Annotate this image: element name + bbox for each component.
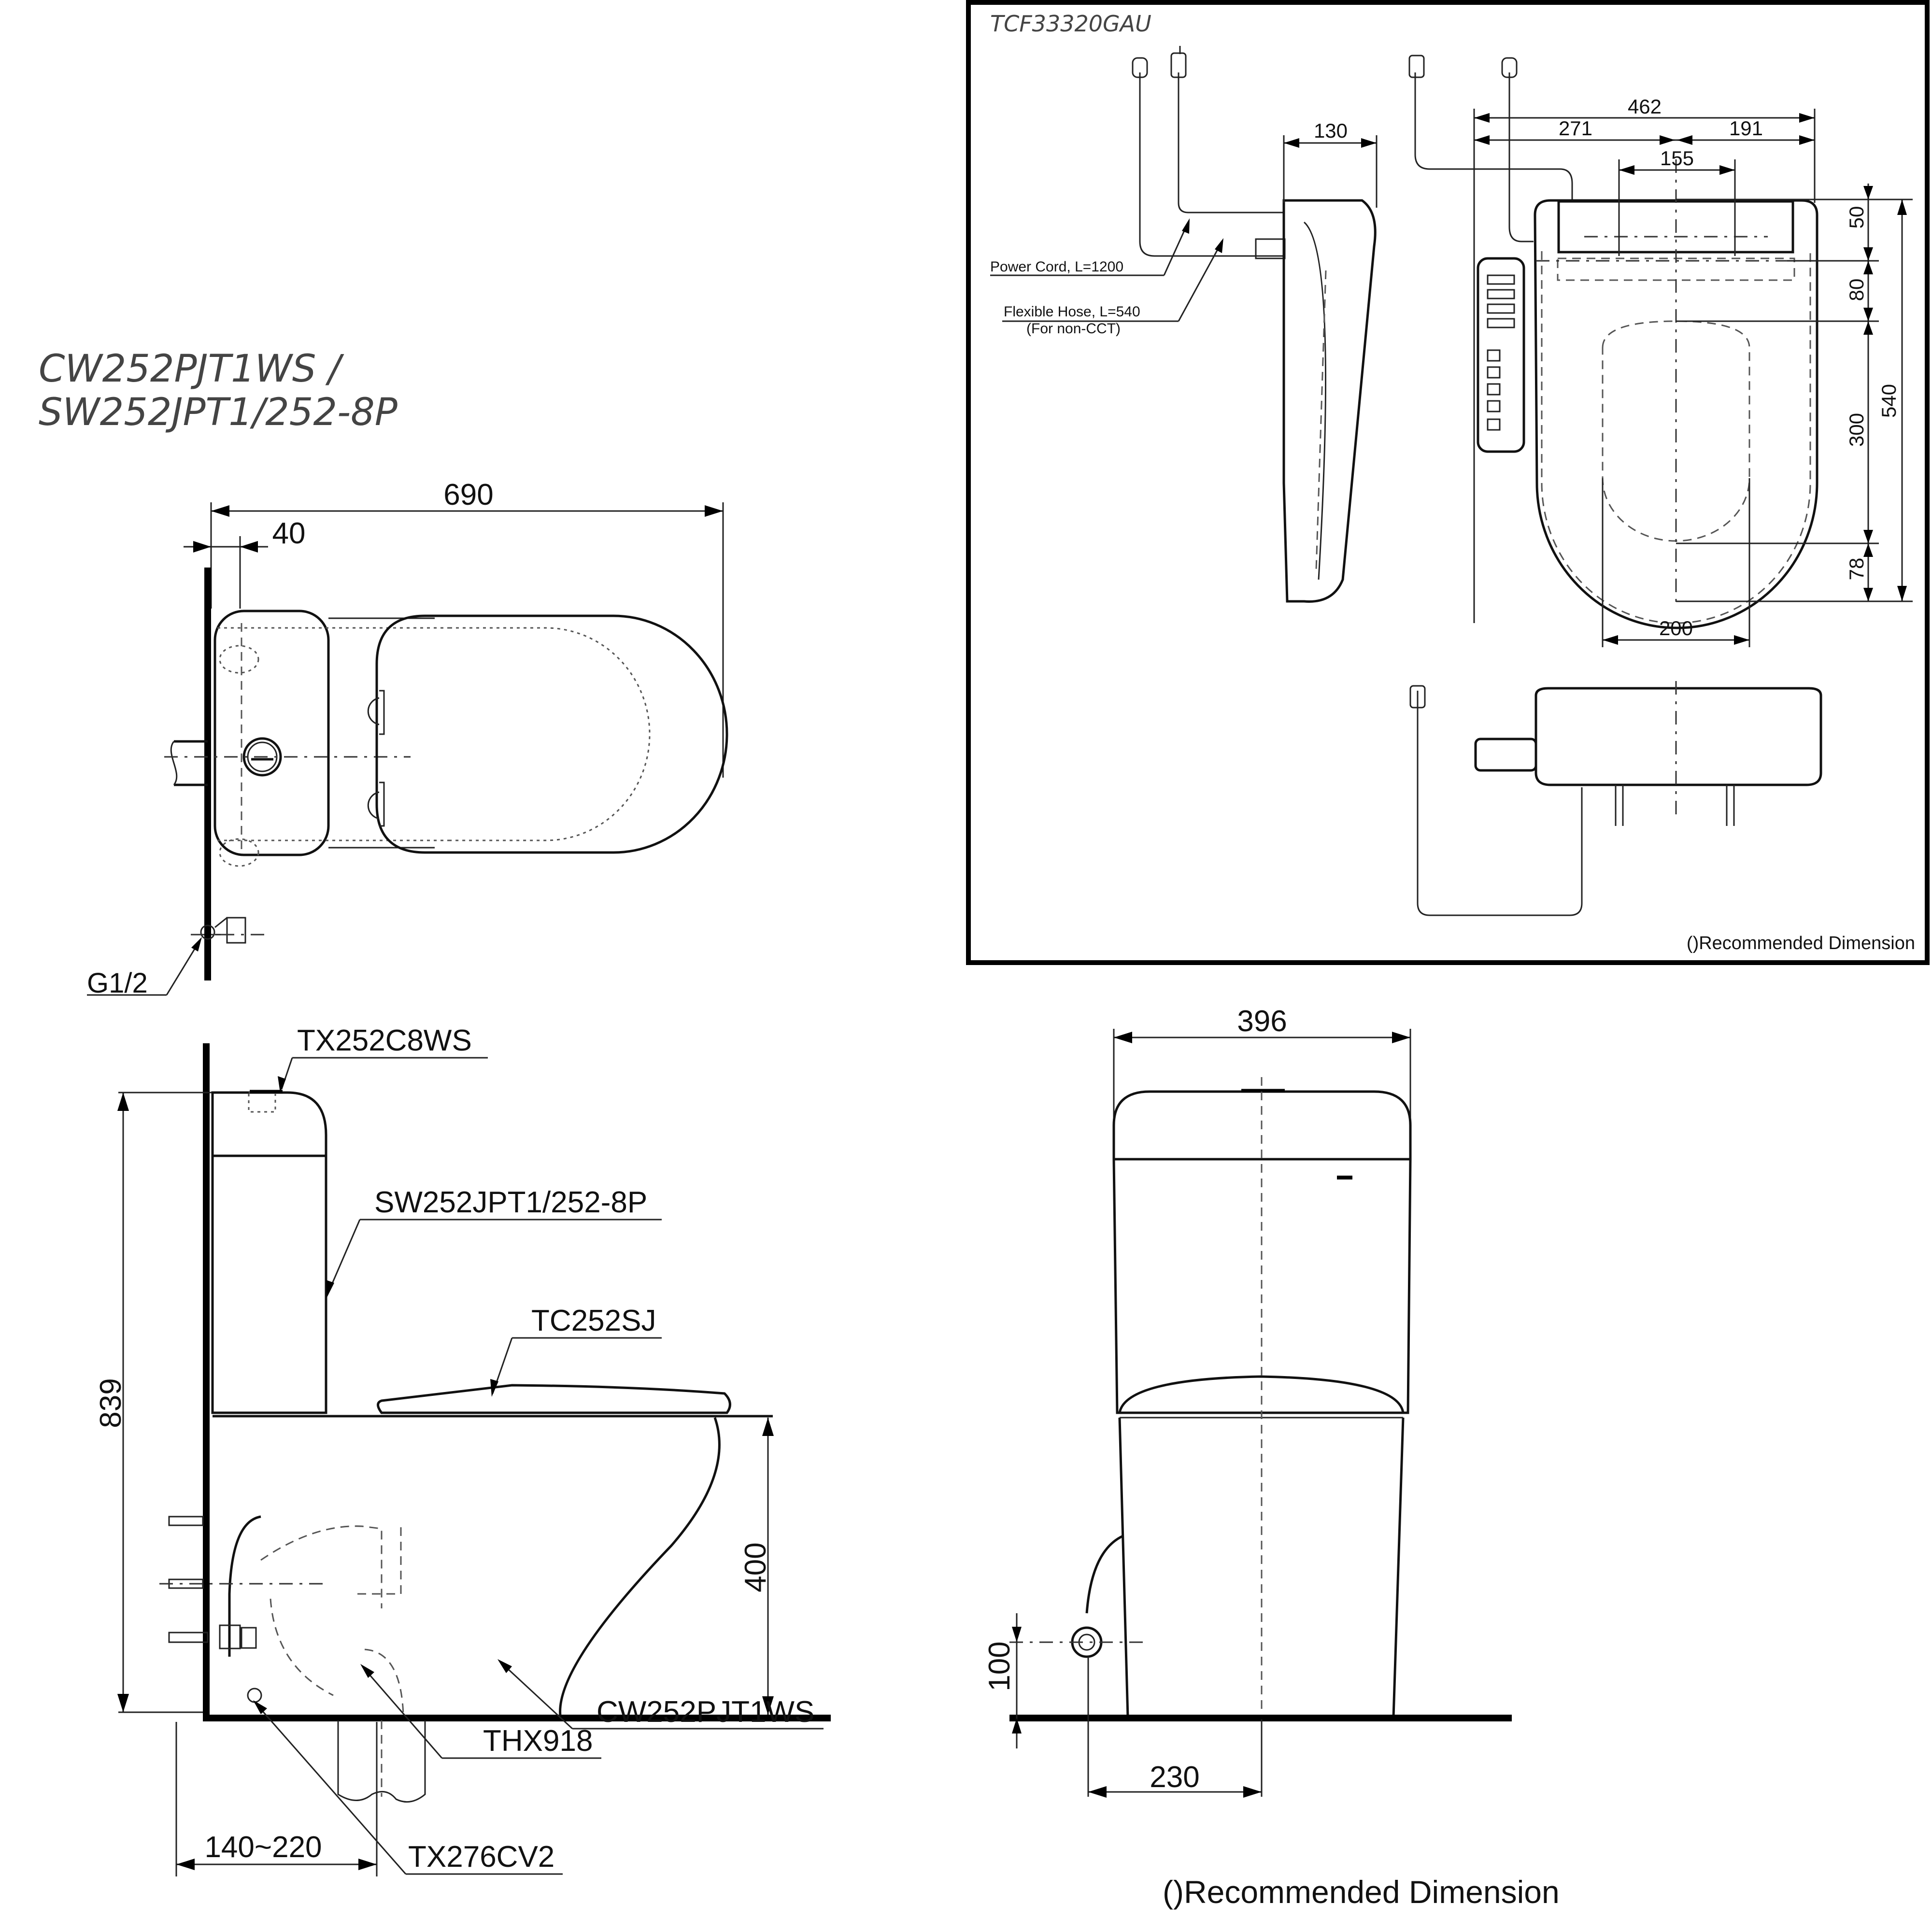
dim-396: 396 xyxy=(1237,1005,1287,1038)
dim-200: 200 xyxy=(1659,617,1693,639)
label-thx918: THX918 xyxy=(483,1724,593,1758)
dim-140-220: 140~220 xyxy=(204,1831,322,1864)
dim-230: 230 xyxy=(1150,1761,1199,1794)
dim-839: 839 xyxy=(94,1378,128,1428)
plan-view: 690 40 xyxy=(87,478,728,999)
dim-130: 130 xyxy=(1314,119,1348,142)
dim-100: 100 xyxy=(983,1641,1016,1691)
front-view: 396 100 230 xyxy=(983,1005,1512,1798)
dim-271: 271 xyxy=(1559,117,1592,140)
label-for-non-cct: (For non-CCT) xyxy=(1026,321,1121,337)
dim-690: 690 xyxy=(443,478,493,511)
label-tc252sj: TC252SJ xyxy=(531,1304,656,1337)
label-cw252pjt1ws: CW252PJT1WS xyxy=(597,1695,814,1729)
footer-recommended-note: ()Recommended Dimension xyxy=(1163,1874,1560,1910)
dim-300: 300 xyxy=(1845,413,1868,447)
model-title-line2: SW252JPT1/252-8P xyxy=(39,391,398,434)
label-flexible-hose: Flexible Hose, L=540 xyxy=(1004,304,1140,320)
dim-155: 155 xyxy=(1660,147,1694,170)
dim-462: 462 xyxy=(1628,95,1662,118)
side-view: 839 400 TX252C8WS xyxy=(94,1024,831,1876)
dim-191: 191 xyxy=(1729,117,1763,140)
label-tx252c8ws: TX252C8WS xyxy=(297,1024,472,1057)
label-power-cord: Power Cord, L=1200 xyxy=(990,259,1123,275)
dim-80: 80 xyxy=(1845,279,1868,301)
dim-78: 78 xyxy=(1845,558,1868,581)
dim-50: 50 xyxy=(1845,206,1868,229)
dim-400: 400 xyxy=(739,1542,772,1592)
label-sw252jpt1: SW252JPT1/252-8P xyxy=(374,1186,647,1219)
model-title-line1: CW252PJT1WS / xyxy=(39,347,344,391)
dim-40: 40 xyxy=(272,517,306,550)
label-tx276cv2: TX276CV2 xyxy=(408,1840,554,1874)
seat-box-recommended-note: ()Recommended Dimension xyxy=(1687,933,1915,953)
seat-spec-box: TCF33320GAU 130 Power Cord, L=1200 Flexi… xyxy=(966,0,1930,965)
seat-model-title: TCF33320GAU xyxy=(990,11,1151,37)
dim-540: 540 xyxy=(1877,384,1900,418)
label-g1-2: G1/2 xyxy=(87,967,148,999)
